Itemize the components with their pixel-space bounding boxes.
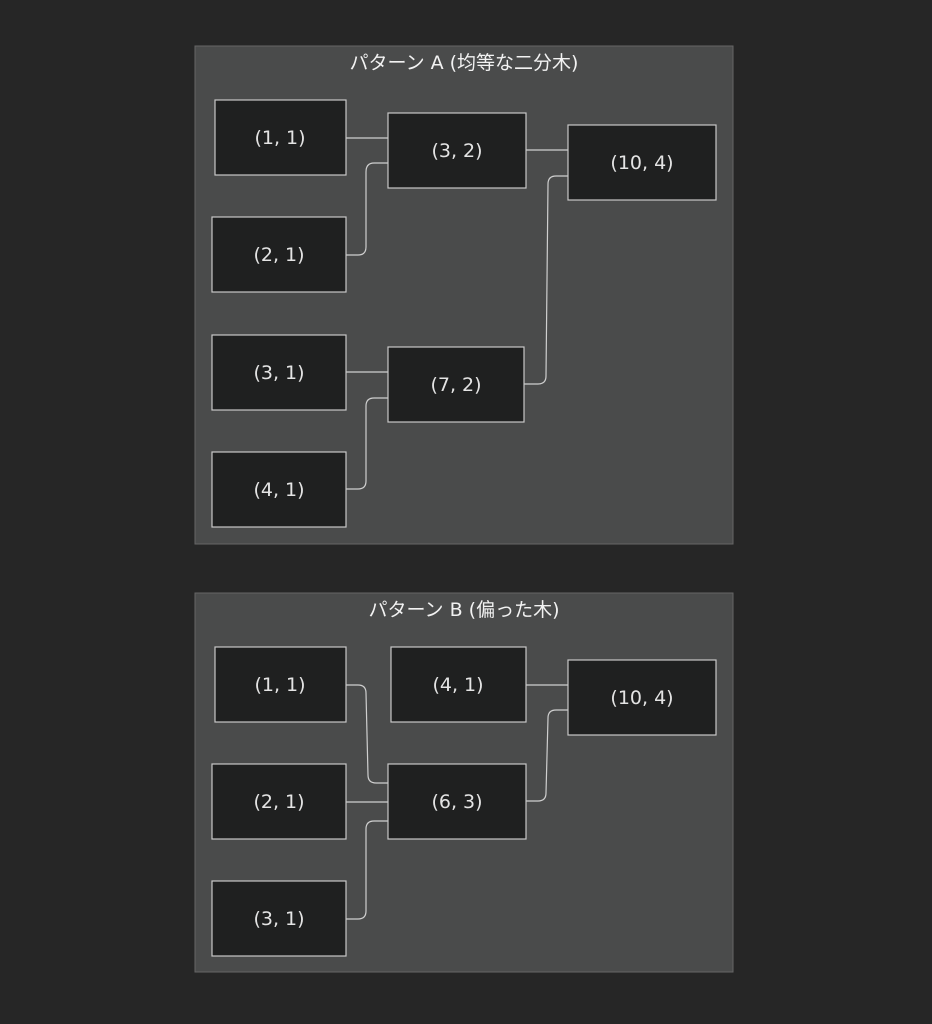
node-label: (3, 2) xyxy=(431,140,482,162)
cluster-title: パターン B (偏った木) xyxy=(369,599,560,621)
node-b104[interactable]: (10, 4) xyxy=(567,659,717,736)
node-b21[interactable]: (2, 1) xyxy=(211,763,347,840)
node-label: (10, 4) xyxy=(610,687,673,709)
edge-b11-b63 xyxy=(346,684,388,784)
node-b31[interactable]: (3, 1) xyxy=(211,880,347,957)
node-a41[interactable]: (4, 1) xyxy=(211,451,347,528)
node-label: (10, 4) xyxy=(610,152,673,174)
node-label: (1, 1) xyxy=(254,674,305,696)
node-a104[interactable]: (10, 4) xyxy=(567,124,717,201)
node-label: (2, 1) xyxy=(253,791,304,813)
edge-a41-a72 xyxy=(346,397,388,490)
node-a72[interactable]: (7, 2) xyxy=(387,346,525,423)
node-a32[interactable]: (3, 2) xyxy=(387,112,527,189)
node-label: (4, 1) xyxy=(253,479,304,501)
node-label: (3, 1) xyxy=(253,362,304,384)
edge-b31-b63 xyxy=(346,820,388,920)
node-a21[interactable]: (2, 1) xyxy=(211,216,347,293)
edge-a72-a104 xyxy=(524,175,568,385)
node-label: (3, 1) xyxy=(253,908,304,930)
node-label: (6, 3) xyxy=(431,791,482,813)
node-b11[interactable]: (1, 1) xyxy=(214,646,347,723)
node-a11[interactable]: (1, 1) xyxy=(214,99,347,176)
cluster-pattern-b: パターン B (偏った木) (1, 1) (4, 1) (2, 1) (3, 1… xyxy=(194,592,734,973)
edge-b63-b104 xyxy=(526,709,568,802)
cluster-title: パターン A (均等な二分木) xyxy=(350,52,579,74)
node-label: (4, 1) xyxy=(432,674,483,696)
node-a31[interactable]: (3, 1) xyxy=(211,334,347,411)
node-label: (1, 1) xyxy=(254,127,305,149)
node-label: (7, 2) xyxy=(430,374,481,396)
node-b41[interactable]: (4, 1) xyxy=(390,646,527,723)
node-b63[interactable]: (6, 3) xyxy=(387,763,527,840)
edge-a21-a32 xyxy=(346,162,388,256)
node-label: (2, 1) xyxy=(253,244,304,266)
cluster-pattern-a: パターン A (均等な二分木) (1, 1) (2, 1) (3, 1) (4,… xyxy=(194,45,734,545)
